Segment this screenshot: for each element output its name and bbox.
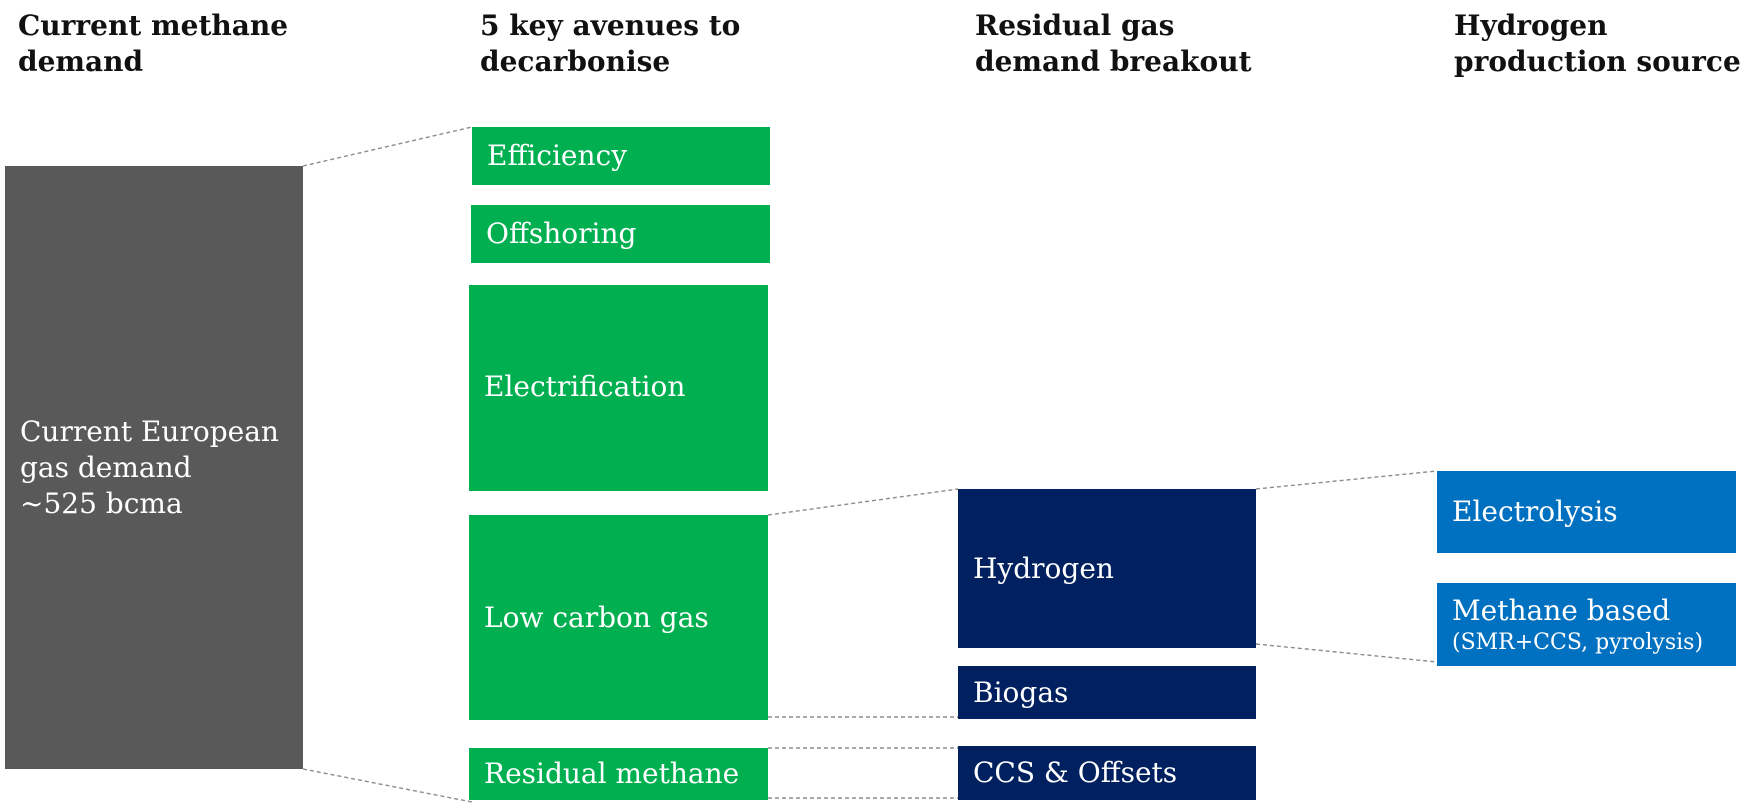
hydrogen-source-methane-based: Methane based (SMR+CCS, pyrolysis) [1437,583,1736,666]
header-key-avenues: 5 key avenues to decarbonise [480,9,741,78]
residual-ccs-offsets: CCS & Offsets [958,746,1256,800]
avenue-offshoring: Offshoring [471,205,770,263]
residual-biogas: Biogas [958,666,1256,719]
header-residual-gas-breakout: Residual gas demand breakout [975,9,1252,78]
hydrogen-source-electrolysis: Electrolysis [1437,471,1736,553]
connector-lowcarbon-top [767,488,959,516]
connector-hydrogen-top [1255,470,1438,490]
current-gas-demand-block: Current European gas demand ~525 bcma [5,166,303,769]
residual-hydrogen: Hydrogen [958,489,1256,648]
avenue-electrification: Electrification [469,285,768,491]
avenue-efficiency: Efficiency [472,127,770,185]
avenue-residual-methane: Residual methane [469,748,768,800]
header-current-methane-demand: Current methane demand [18,9,289,78]
connector-demand-top [302,126,473,167]
connector-hydrogen-bottom [1255,643,1438,663]
connector-demand-bottom [302,768,473,803]
avenue-low-carbon-gas: Low carbon gas [469,515,768,720]
header-hydrogen-production-source: Hydrogen production source [1454,9,1741,78]
